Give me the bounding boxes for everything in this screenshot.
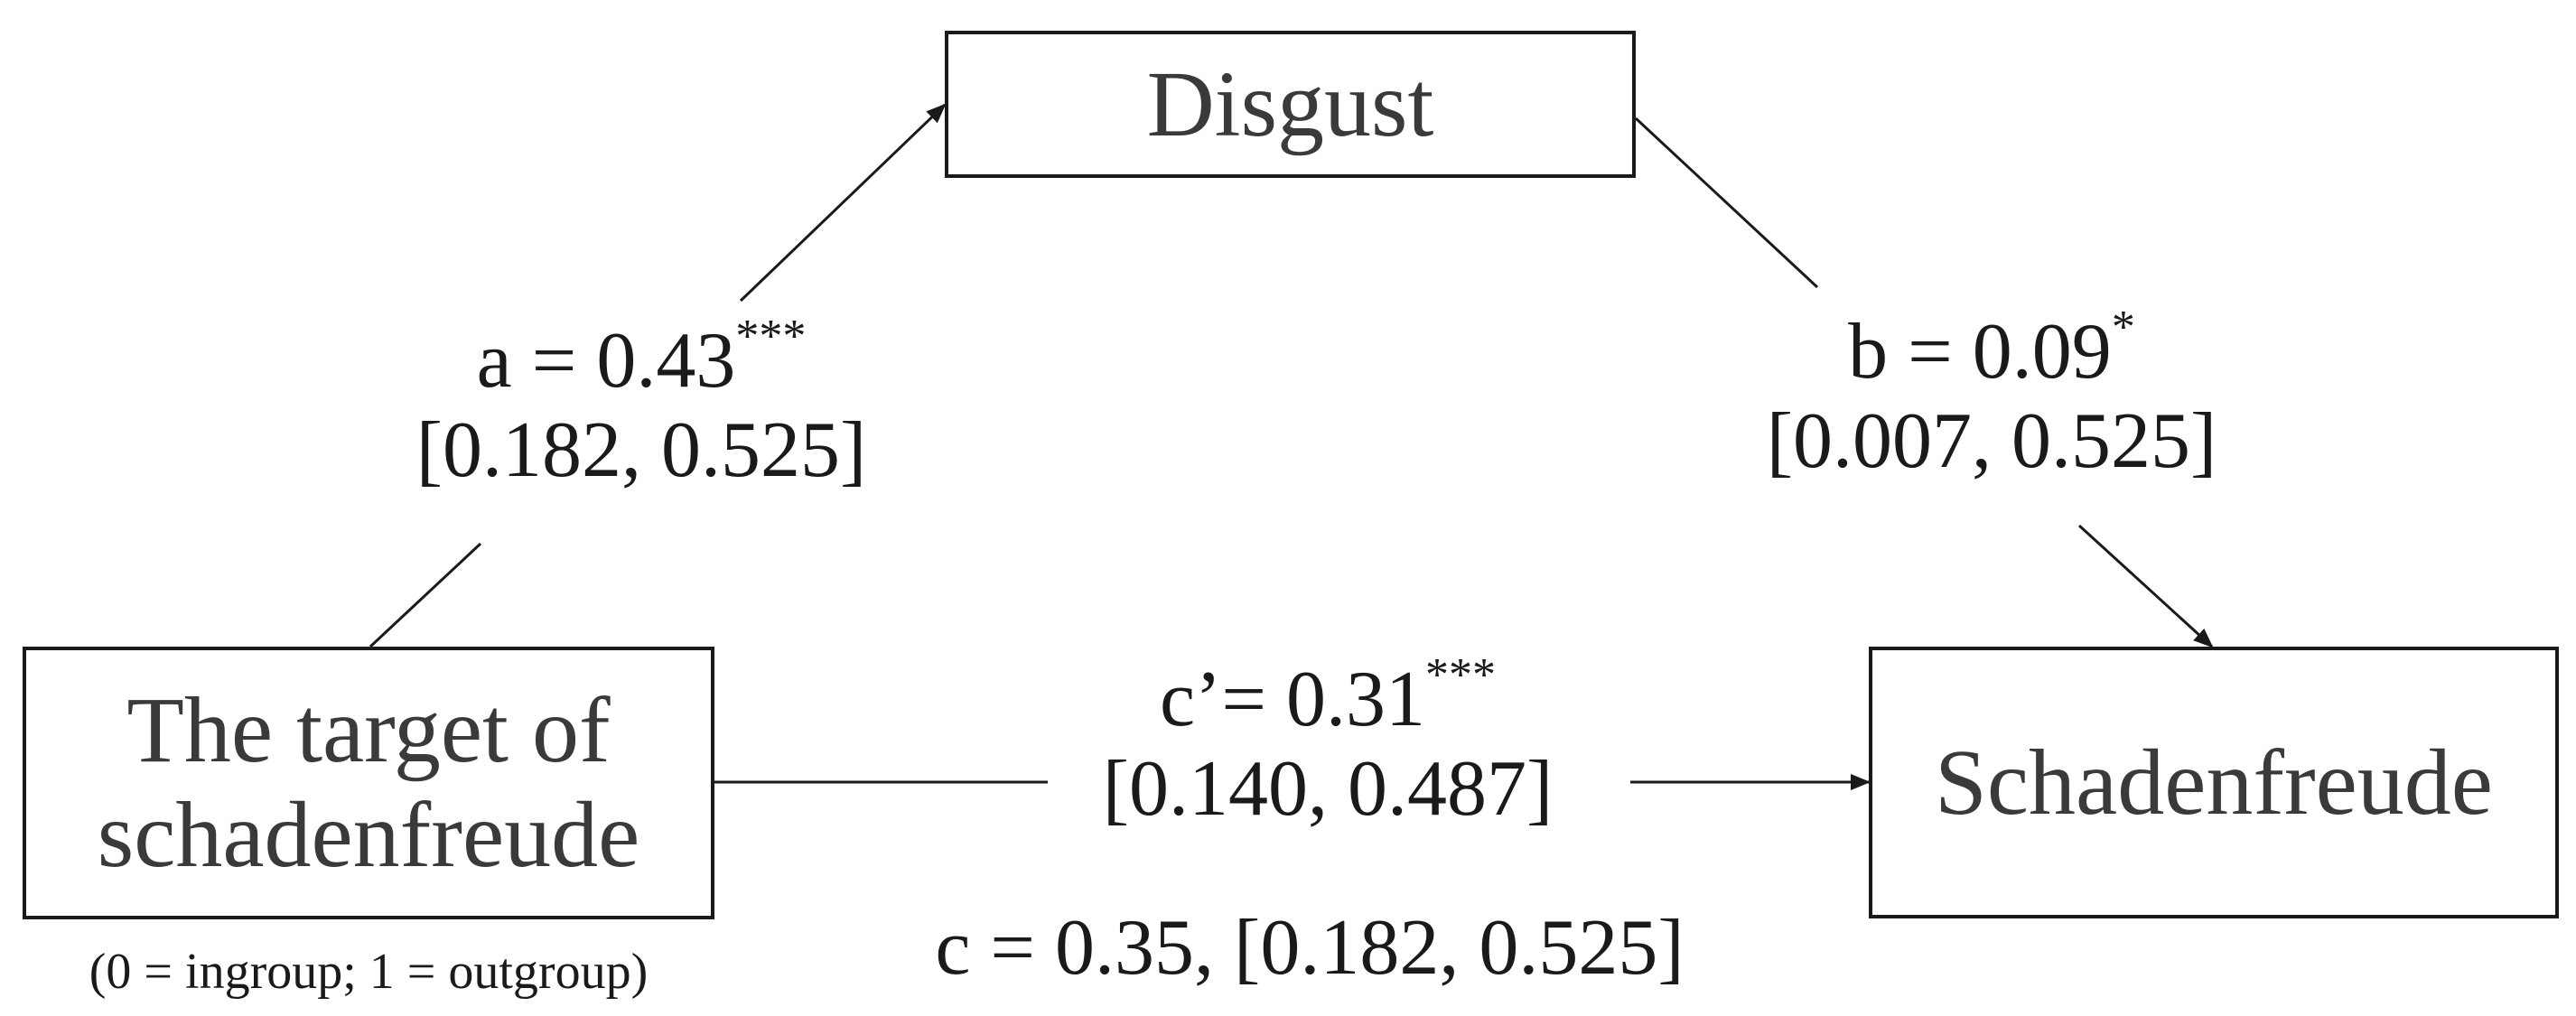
path-a-ci: [0.182, 0.525] [415,406,867,495]
path-b-lower-arrow [2077,524,2214,648]
path-cprime-coefficient: c’= 0.31*** [1048,649,1608,744]
path-cprime-label: c’= 0.31*** [0.140, 0.487] [1048,649,1608,834]
path-a-coefficient: a = 0.43*** [370,311,912,405]
total-effect-label: c = 0.35, [0.182, 0.525] [935,904,1685,992]
predictor-label: The target of schadenfreude [98,678,640,889]
outcome-label: Schadenfreude [1935,730,2493,834]
path-b-upper-segment [1634,117,1819,289]
predictor-box-target: The target of schadenfreude [23,647,714,919]
path-b-ci: [0.007, 0.525] [1766,397,2217,486]
predictor-label-line1: The target of [126,677,611,782]
predictor-coding-note: (0 = ingroup; 1 = outgroup) [89,944,649,1000]
path-b-significance: * [2111,302,2135,353]
path-a-lower-segment [369,542,482,648]
mediator-box-disgust: Disgust [945,31,1636,178]
path-a-label: a = 0.43*** [0.182, 0.525] [370,311,912,496]
path-a-coef-text: a = 0.43 [476,317,736,405]
path-a-significance: *** [735,311,807,362]
path-b-coef-text: b = 0.09 [1848,308,2112,396]
path-cprime-ci: [0.140, 0.487] [1102,745,1554,834]
path-cprime-significance: *** [1425,649,1496,701]
mediator-label: Disgust [1146,51,1434,156]
path-b-coefficient: b = 0.09* [1721,302,2263,396]
path-cprime-coef-text: c’= 0.31 [1160,656,1425,743]
predictor-label-line2: schadenfreude [97,783,640,887]
outcome-box-schadenfreude: Schadenfreude [1869,647,2559,918]
path-a-upper-arrow [739,103,947,303]
path-b-label: b = 0.09* [0.007, 0.525] [1721,302,2263,487]
